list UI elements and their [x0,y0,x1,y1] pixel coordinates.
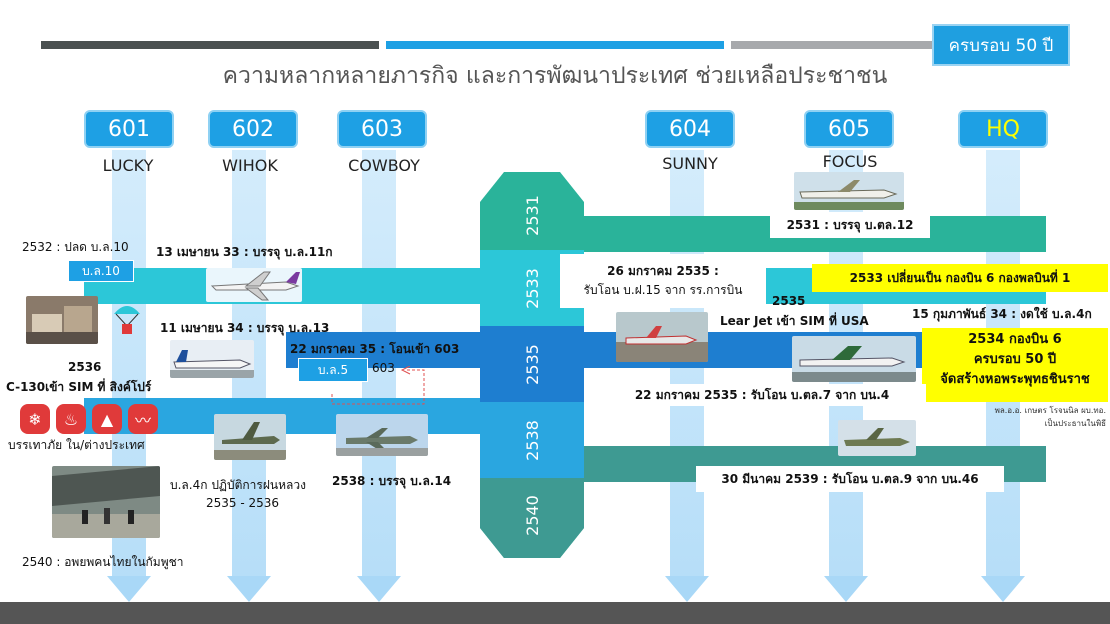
event-2531: 2531 : บรรจุ บ.ตล.12 [770,212,930,238]
event-jan-35-604: 26 มกราคม 2535 : รับโอน บ.ฝ.15 จาก รร.กา… [560,254,766,308]
arrow-down-icon [665,576,709,602]
squadron-605-header: 605 [804,110,894,148]
arrow-down-icon [107,576,151,602]
cargo-plane-photo [214,414,286,460]
event-2540: 2540 : อพยพคนไทยในกัมพูชา [22,555,184,569]
event-apr-33: 13 เมษายน 33 : บรรจุ บ.ล.11ก [156,245,333,259]
arrow-down-icon [227,576,271,602]
year-2538: 2538 [522,419,542,461]
callsign-wihok: WIHOK [222,156,278,175]
year-2540: 2540 [522,494,542,536]
hq-wing-6: 2534 กองบิน 6 [968,332,1062,347]
aircraft-tag-bl10: บ.ล.10 [68,260,134,282]
arrow-down-icon [357,576,401,602]
disaster-relief-label: บรรเทาภัย ใน/ต่างประเทศ [8,438,145,452]
bizjet-photo [794,172,904,210]
year-timeline-column [480,172,584,558]
evacuation-photo [52,466,160,538]
military-transport-photo [336,414,428,456]
anniversary-badge: ครบรอบ 50 ปี [932,24,1070,66]
relief-supplies-photo [26,296,98,344]
squadron-603-header: 603 [337,110,427,148]
fire-icon: ♨ [56,404,86,434]
hq-highlight: 2534 กองบิน 6 ครบรอบ 50 ปี จัดสร้างหอพระ… [922,328,1108,402]
event-bl4k: บ.ล.4ก ปฏิบัติการฝนหลวง [170,478,306,492]
event-jan-35-bt7: 22 มกราคม 2535 : รับโอน บ.ตล.7 จาก บน.4 [598,384,926,406]
top-bar-dark [41,41,379,49]
event-2532: 2532 : ปลด บ.ล.10 [22,240,129,254]
footer-bar [0,602,1110,624]
year-2535: 2535 [522,343,542,385]
event-2533-highlight: 2533 เปลี่ยนเป็น กองบิน 6 กองพลบินที่ 1 [812,264,1108,292]
squadron-hq-header: HQ [958,110,1048,148]
event-learjet-sim: Lear Jet เข้า SIM ที่ USA [720,314,869,328]
storm-icon: 〰 [128,404,158,434]
camo-aircraft-photo [838,420,916,456]
event-2538: 2538 : บรรจุ บ.ล.14 [332,474,452,488]
event-learjet-year: 2535 [772,294,806,308]
squadron-604-header: 604 [645,110,735,148]
utility-aircraft-photo [792,336,916,382]
year-2531: 2531 [522,194,542,236]
event-jan-35-604-detail: รับโอน บ.ฝ.15 จาก รร.การบิน [583,283,743,297]
event-2536-year: 2536 [68,360,102,374]
hq-shrine: จัดสร้างหอพระพุทธชินราช [940,372,1090,387]
event-mar-39: 30 มีนาคม 2539 : รับโอน บ.ตล.9 จาก บน.46 [696,466,1004,492]
event-2536-sim: C-130เข้า SIM ที่ สิงค์โปร์ [6,380,152,394]
callsign-cowboy: COWBOY [348,156,420,175]
event-apr-34: 11 เมษายน 34 : บรรจุ บ.ล.13 [160,321,330,335]
jet-photo [170,340,254,378]
callsign-sunny: SUNNY [662,154,718,173]
event-bl4k-years: 2535 - 2536 [206,496,280,510]
top-bar-blue [386,41,724,49]
squadron-602-header: 602 [208,110,298,148]
ceremony-note: พล.อ.อ. เกษตร โรจนนิล ผบ.ทอ. เป็นประธานใ… [978,404,1106,430]
event-feb-34: 15 กุมภาพันธ์ 34 : งดใช้ บ.ล.4ก [912,307,1092,321]
airliner-photo [206,268,302,302]
transfer-arrow-icon [331,366,425,405]
aircraft-tag-bl5: บ.ล.5 [298,358,368,382]
squadron-603-ref: 603 [372,361,395,375]
trainer-aircraft-photo [616,312,708,362]
callsign-focus: FOCUS [822,152,878,171]
parachute-icon [114,306,140,334]
snowflake-icon: ❄ [20,404,50,434]
hq-anniversary: ครบรอบ 50 ปี [973,352,1057,367]
flood-icon: ▲ [92,404,122,434]
event-jan-35-604-date: 26 มกราคม 2535 : [607,264,719,278]
top-bar-grey [731,41,941,49]
ceremony-note-name: พล.อ.อ. เกษตร โรจนนิล ผบ.ทอ. [994,406,1106,415]
arrow-down-icon [824,576,868,602]
callsign-lucky: LUCKY [102,156,154,175]
arrow-down-icon [981,576,1025,602]
page-title: ความหลากหลายภารกิจ และการพัฒนาประเทศ ช่ว… [222,63,888,89]
event-jan-35-transfer: 22 มกราคม 35 : โอนเข้า 603 [290,342,460,356]
ceremony-note-role: เป็นประธานในพิธี [1044,419,1106,428]
squadron-601-header: 601 [84,110,174,148]
